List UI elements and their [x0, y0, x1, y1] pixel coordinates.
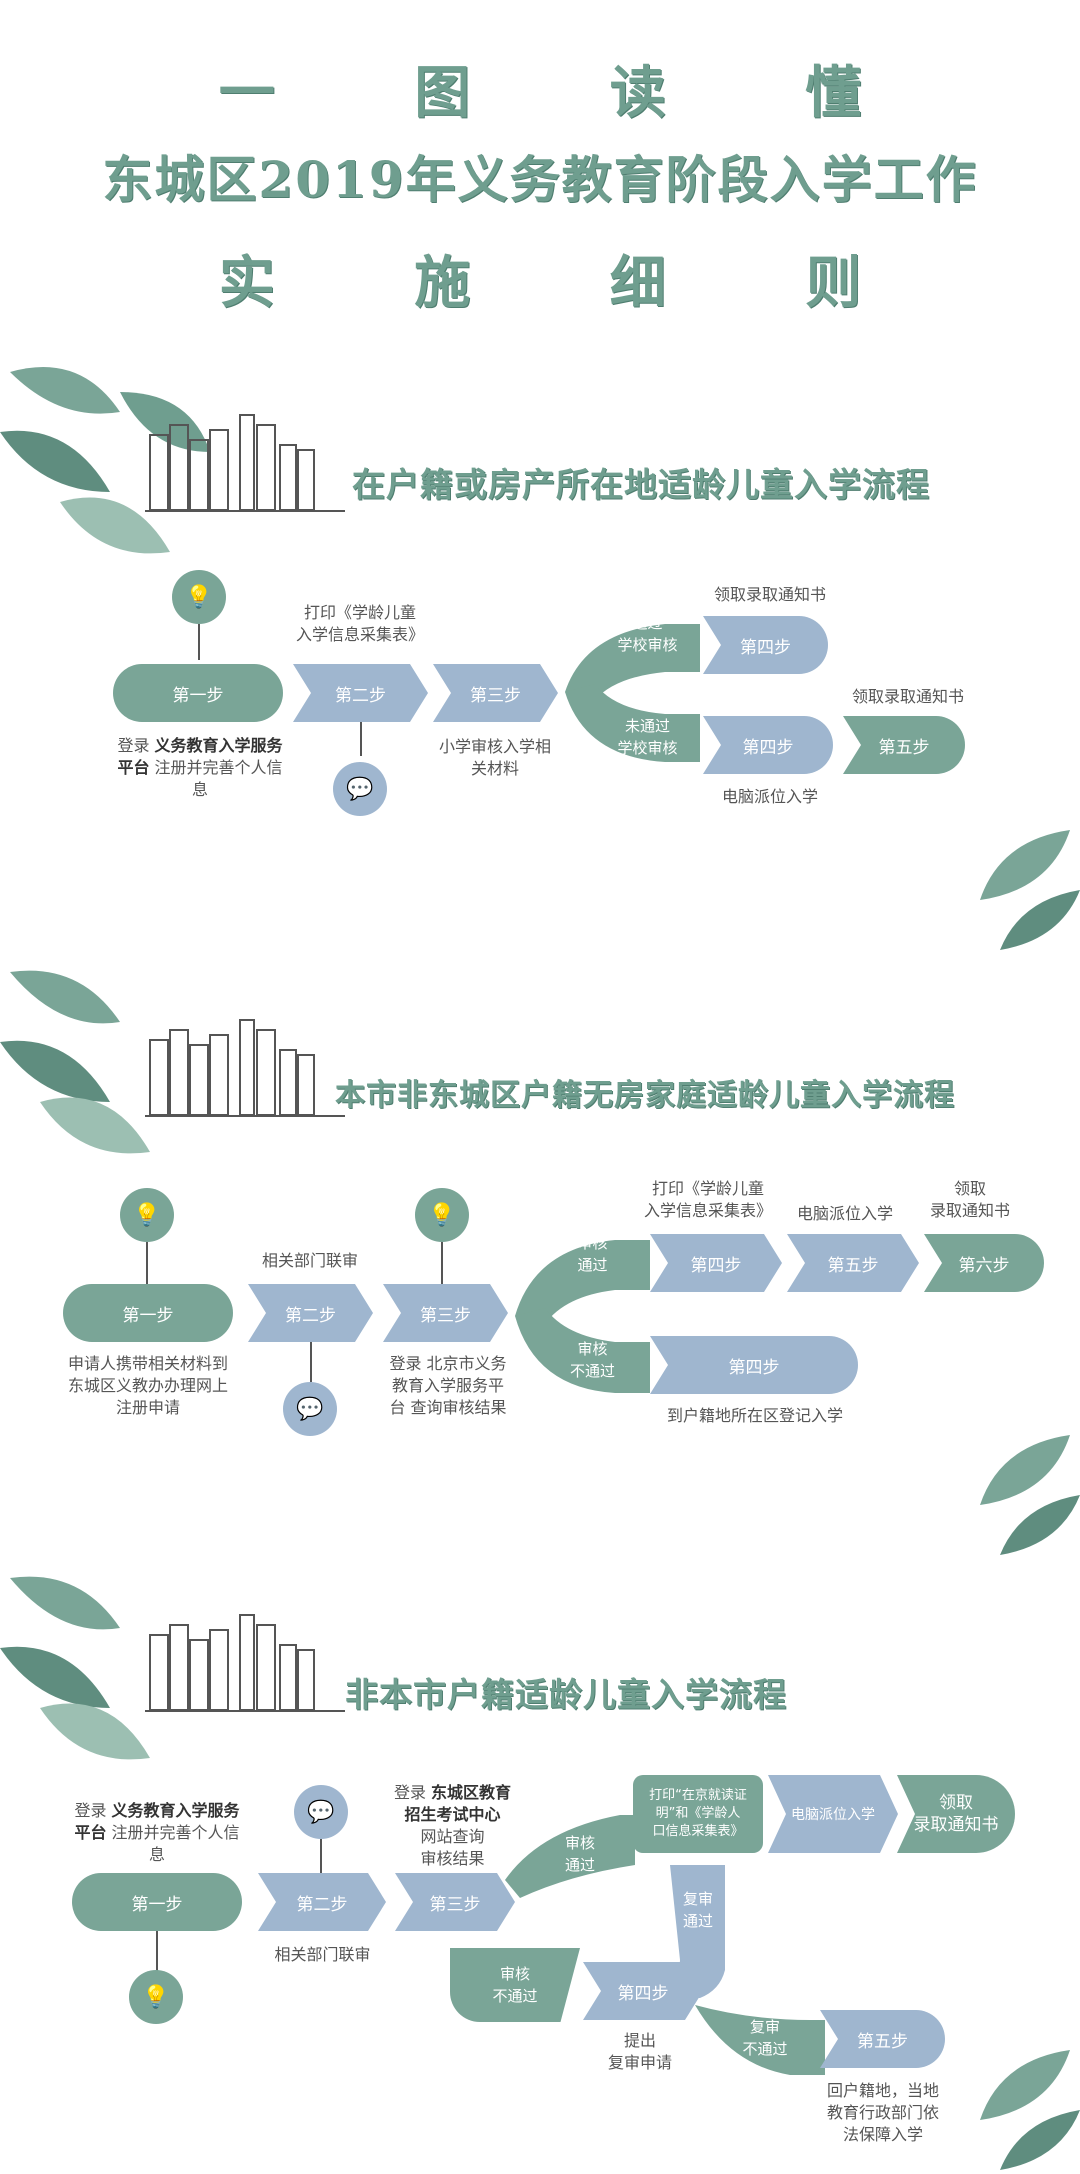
- sec1-branch-shape: [565, 624, 700, 762]
- sec1-step1-label: 登录 义务教育入学服务平台 注册并完善个人信息: [117, 736, 283, 799]
- leaf-decoration-icon: [980, 830, 1080, 950]
- sec3-refail-label: 复审 不通过: [742, 2018, 788, 2058]
- sec3-step5: 第五步: [820, 2010, 945, 2068]
- sec1-notice2-label: 领取录取通知书: [851, 687, 964, 706]
- sec3-notice: 领取 录取通知书: [897, 1775, 1015, 1853]
- sec2-branch-shape: [515, 1240, 650, 1393]
- sec3-step1-label: 登录 义务教育入学服务平台 注册并完善个人信息: [74, 1801, 240, 1864]
- sec3-step4: 第四步: [583, 1962, 703, 2020]
- page-title-line3: 实 施 细 则: [218, 250, 922, 316]
- sec3-step2: 第二步: [258, 1873, 386, 1931]
- books-sketch-icon: [145, 414, 345, 512]
- section3-title: 非本市户籍适龄儿童入学流程: [345, 1675, 787, 1714]
- sec2-step3-label: 登录 北京市义务 教育入学服务平 台 查询审核结果: [389, 1354, 507, 1417]
- sec2-pass-label: 审核 通过: [577, 1234, 608, 1274]
- sec1-step3: 第三步: [433, 664, 558, 722]
- sec3-step1: 第一步: [72, 1873, 242, 1931]
- sec2-computer-label: 电脑派位入学: [796, 1204, 893, 1223]
- sec1-pass-label: 通过 学校审核: [617, 614, 678, 654]
- sec1-notice1-label: 领取录取通知书: [713, 585, 826, 604]
- sec2-step1-label: 申请人携带相关材料到 东城区义教办办理网上 注册申请: [67, 1354, 228, 1417]
- chat-bubble-icon: 💬: [283, 1382, 337, 1436]
- sec2-step5: 第五步: [787, 1234, 919, 1292]
- sec3-step4-label: 提出 复审申请: [607, 2031, 672, 2072]
- sec3-step2-label: 相关部门联审: [274, 1945, 371, 1964]
- sec3-step3: 第三步: [395, 1873, 515, 1931]
- sec2-step2: 第二步: [248, 1284, 373, 1342]
- sec3-pass-label: 审核 通过: [564, 1834, 595, 1874]
- sec2-step4b: 第四步: [650, 1336, 858, 1394]
- sec3-refail-shape: [695, 2005, 825, 2075]
- lightbulb-icon: 💡: [129, 1970, 183, 2024]
- sec1-step4a: 第四步: [703, 616, 828, 674]
- sec1-step5: 第五步: [843, 716, 965, 774]
- sec2-print-label: 打印《学龄儿童 入学信息采集表》: [643, 1179, 772, 1220]
- sec1-step2: 第二步: [293, 664, 428, 722]
- sec2-step1: 第一步: [63, 1284, 233, 1342]
- sec1-fail-label: 未通过 学校审核: [617, 717, 678, 757]
- sec2-return-label: 到户籍地所在区登记入学: [666, 1406, 843, 1425]
- sec2-notice-label: 领取 录取通知书: [929, 1179, 1010, 1220]
- sec1-step4b: 第四步: [703, 716, 833, 774]
- chat-bubble-icon: 💬: [333, 762, 387, 816]
- leaf-decoration-icon: [980, 2050, 1080, 2170]
- sec1-computer-label: 电脑派位入学: [721, 787, 818, 806]
- chat-bubble-icon: 💬: [294, 1785, 348, 1839]
- sec2-step3: 第三步: [383, 1284, 508, 1342]
- sec3-pass-shape: [505, 1815, 635, 1898]
- sec1-step1: 第一步: [113, 664, 283, 722]
- lightbulb-icon: 💡: [415, 1188, 469, 1242]
- books-sketch-icon: [145, 1019, 345, 1117]
- sec3-step5-label: 回户籍地，当地 教育行政部门依 法保障入学: [826, 2081, 939, 2144]
- sec3-computer: 电脑派位入学: [768, 1775, 898, 1853]
- lightbulb-icon: 💡: [172, 570, 226, 624]
- sec2-step2-label: 相关部门联审: [261, 1251, 358, 1270]
- sec3-step3-label: 登录 东城区教育招生考试中心 网站查询 审核结果: [393, 1783, 512, 1868]
- sec2-step6: 第六步: [924, 1234, 1044, 1292]
- section2-title: 本市非东城区户籍无房家庭适龄儿童入学流程: [335, 1078, 955, 1113]
- sec1-step3-label: 小学审核入学相 关材料: [438, 737, 551, 778]
- page-title-line2: 东城区2019年义务教育阶段入学工作: [102, 150, 978, 209]
- page-title-line1: 一 图 读 懂: [218, 60, 922, 126]
- sec2-step4a: 第四步: [650, 1234, 782, 1292]
- section1-title: 在户籍或房产所在地适龄儿童入学流程: [352, 465, 930, 504]
- leaf-decoration-icon: [980, 1435, 1080, 1555]
- sec3-repass-shape: [660, 1865, 725, 1998]
- leaf-decoration-icon: [0, 970, 150, 1154]
- sec3-print: 打印“在京就读证 明”和《学龄人 口信息采集表》: [633, 1775, 763, 1853]
- books-sketch-icon: [145, 1614, 345, 1712]
- sec1-print-label: 打印《学龄儿童 入学信息采集表》: [295, 603, 424, 644]
- sec3-fail: 审核 不通过: [450, 1948, 580, 2022]
- leaf-decoration-icon: [0, 1576, 150, 1760]
- lightbulb-icon: 💡: [120, 1188, 174, 1242]
- sec2-fail-label: 审核 不通过: [569, 1340, 615, 1380]
- sec3-repass-label: 复审 通过: [682, 1890, 713, 1930]
